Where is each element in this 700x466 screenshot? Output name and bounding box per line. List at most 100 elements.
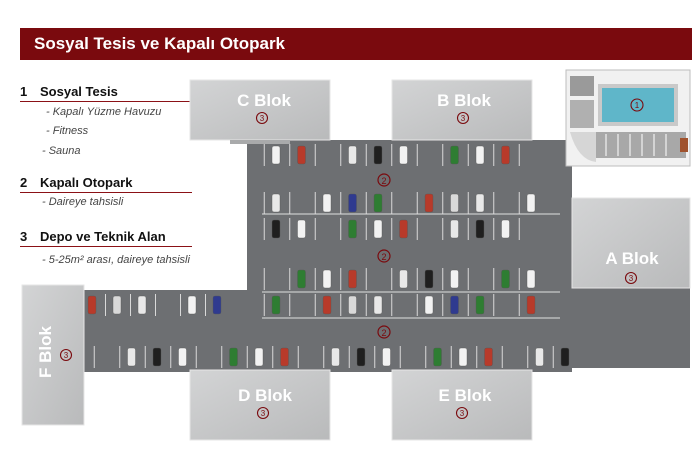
- legend-item-storage: 3 Depo ve Teknik Alan: [20, 229, 192, 247]
- legend-subitem: - Fitness: [46, 125, 89, 137]
- block-label: D Blok: [238, 386, 292, 405]
- parked-car: [137, 295, 147, 315]
- parked-car: [373, 219, 383, 239]
- page-title: Sosyal Tesis ve Kapalı Otopark: [34, 34, 286, 53]
- legend-title: Depo ve Teknik Alan: [40, 229, 166, 244]
- parked-car: [271, 219, 281, 239]
- legend-number: 2: [20, 175, 28, 190]
- block-d: D Blok 3: [189, 369, 331, 441]
- parked-car: [229, 347, 238, 367]
- parked-car: [475, 219, 485, 239]
- parked-car: [322, 269, 332, 289]
- parked-car: [484, 347, 493, 367]
- parked-car: [271, 145, 281, 165]
- parked-car: [526, 295, 536, 315]
- parked-car: [450, 145, 459, 165]
- parked-car: [526, 269, 536, 289]
- parked-car: [450, 295, 459, 315]
- parked-car: [297, 145, 306, 165]
- block-b: B Blok 3: [391, 79, 533, 141]
- inset-marker: 1: [635, 101, 640, 110]
- block-marker: 3: [64, 351, 69, 360]
- title-bar: Sosyal Tesis ve Kapalı Otopark: [20, 28, 692, 60]
- legend-item-social: 1 Sosyal Tesis: [20, 84, 192, 102]
- block-label: F Blok: [36, 325, 55, 377]
- parked-car: [348, 145, 357, 165]
- legend-subitem: - Daireye tahsisli: [42, 196, 124, 208]
- parked-car: [450, 193, 459, 213]
- block-label: A Blok: [605, 249, 659, 268]
- parking-marker-label: 2: [381, 328, 386, 338]
- parked-car: [475, 295, 485, 315]
- legend-divider: [20, 101, 192, 102]
- parked-car: [424, 295, 434, 315]
- parked-car: [212, 295, 222, 315]
- parked-car: [399, 269, 408, 289]
- parked-car: [280, 347, 289, 367]
- legend-subitem: - 5-25m² arası, daireye tahsisli: [42, 254, 190, 266]
- parked-car: [271, 193, 281, 213]
- parking-marker-label: 2: [381, 252, 386, 262]
- parked-car: [450, 219, 459, 239]
- block-label: B Blok: [437, 91, 491, 110]
- parked-car: [373, 193, 383, 213]
- parked-car: [501, 219, 510, 239]
- parking-marker: 2: [377, 249, 391, 263]
- parked-car: [254, 347, 264, 367]
- block-f: F Blok 3: [21, 284, 85, 426]
- legend-item-parking: 2 Kapalı Otopark: [20, 175, 192, 193]
- parked-car: [501, 145, 510, 165]
- parked-car: [373, 145, 383, 165]
- block-marker: 3: [461, 114, 466, 123]
- parked-car: [458, 347, 468, 367]
- parking-marker-label: 2: [381, 176, 386, 186]
- block-c: C Blok 3: [189, 79, 331, 144]
- parked-car: [271, 295, 281, 315]
- parked-car: [297, 219, 306, 239]
- legend-divider: [20, 192, 192, 193]
- parked-car: [373, 295, 383, 315]
- block-marker: 3: [260, 114, 265, 123]
- parked-car: [127, 347, 136, 367]
- parked-car: [348, 219, 357, 239]
- block-a: A Blok 3: [571, 197, 691, 289]
- parked-car: [322, 193, 332, 213]
- parked-car: [87, 295, 97, 315]
- parked-car: [560, 347, 570, 367]
- parked-car: [475, 145, 485, 165]
- parked-car: [348, 193, 357, 213]
- parked-car: [424, 269, 434, 289]
- parked-car: [382, 347, 391, 367]
- block-marker: 3: [460, 409, 465, 418]
- parked-car: [348, 269, 357, 289]
- parked-car: [178, 347, 187, 367]
- legend-number: 3: [20, 229, 28, 244]
- block-marker: 3: [261, 409, 266, 418]
- pool-icon: [602, 88, 674, 122]
- parked-car: [399, 145, 408, 165]
- legend-divider: [20, 246, 192, 247]
- parked-car: [331, 347, 340, 367]
- block-e: E Blok 3: [391, 369, 533, 441]
- parked-car: [450, 269, 459, 289]
- parked-car: [152, 347, 162, 367]
- parked-car: [399, 219, 408, 239]
- social-facility-inset: 1: [565, 69, 691, 167]
- block-label: E Blok: [439, 386, 492, 405]
- parked-car: [526, 193, 536, 213]
- parked-car: [535, 347, 544, 367]
- legend-title: Kapalı Otopark: [40, 175, 133, 190]
- parked-car: [187, 295, 197, 315]
- block-label: C Blok: [237, 91, 291, 110]
- parked-car: [501, 269, 510, 289]
- parking-marker: 2: [377, 325, 391, 339]
- legend-subitem: - Kapalı Yüzme Havuzu: [46, 106, 162, 118]
- block-marker: 3: [629, 274, 634, 283]
- legend-number: 1: [20, 84, 28, 99]
- parked-car: [433, 347, 442, 367]
- legend-title: Sosyal Tesis: [40, 84, 118, 99]
- parked-car: [475, 193, 485, 213]
- parked-car: [424, 193, 434, 213]
- parked-car: [348, 295, 357, 315]
- legend-subitem: - Sauna: [42, 145, 81, 157]
